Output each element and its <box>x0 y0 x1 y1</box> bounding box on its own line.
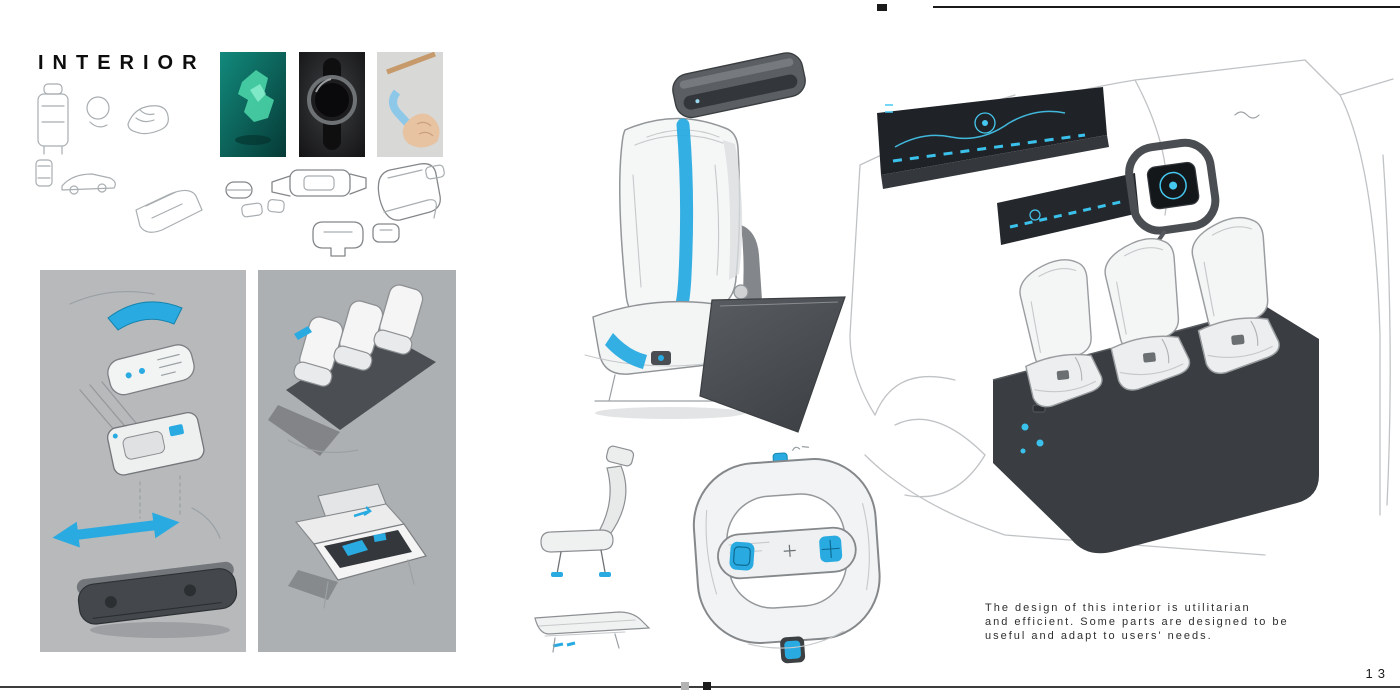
moodboard-photo-smartwatch <box>299 52 365 157</box>
seat-side-view-sketches <box>515 440 665 665</box>
moodboard-photo-product <box>220 52 286 157</box>
pagination-dot-gray <box>681 682 689 690</box>
tablet-panel-sketch <box>690 290 860 440</box>
footer-rule <box>0 686 1400 688</box>
page-number: 13 <box>1365 666 1390 681</box>
cabin-interior-sketch <box>835 35 1400 580</box>
ideation-sketches-drawing <box>35 83 445 257</box>
moodboard-photo-grip <box>377 52 443 157</box>
steering-wheel-sketch <box>682 445 897 670</box>
description-line-2: and efficient. Some parts are designed t… <box>985 616 1289 628</box>
page-title: INTERIOR <box>38 52 206 74</box>
header-rule <box>933 6 1400 8</box>
description-line-3: useful and adapt to users' needs. <box>985 630 1213 642</box>
description-line-1: The design of this interior is utilitari… <box>985 602 1251 614</box>
ideation-sketch-cluster <box>28 82 468 267</box>
pagination-dot-black <box>703 682 711 690</box>
header-mark <box>877 4 887 11</box>
panel-exploded-armrest-sketch <box>40 270 246 652</box>
description-text: The design of this interior is utilitari… <box>985 601 1395 643</box>
pagination <box>681 681 721 691</box>
panel-seat-row-storage-sketch <box>258 270 456 652</box>
